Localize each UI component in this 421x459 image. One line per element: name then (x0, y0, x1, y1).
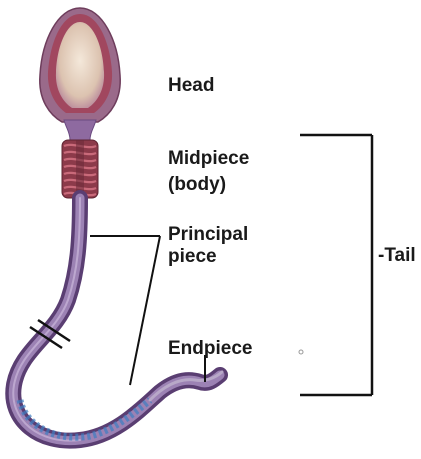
sperm-head (40, 8, 120, 122)
label-midpiece: Midpiece (168, 148, 249, 170)
label-principal-piece: piece (168, 246, 217, 268)
label-head: Head (168, 75, 214, 97)
label-midpiece-body: (body) (168, 174, 226, 196)
tail-bracket (300, 135, 372, 395)
small-circle-mark (299, 350, 303, 354)
sperm-neck (64, 120, 96, 140)
label-principal: Principal (168, 224, 248, 246)
label-tail: -Tail (378, 245, 416, 267)
midpiece (62, 140, 98, 198)
principal-leader-diagonal (130, 236, 160, 385)
label-endpiece: Endpiece (168, 338, 252, 360)
